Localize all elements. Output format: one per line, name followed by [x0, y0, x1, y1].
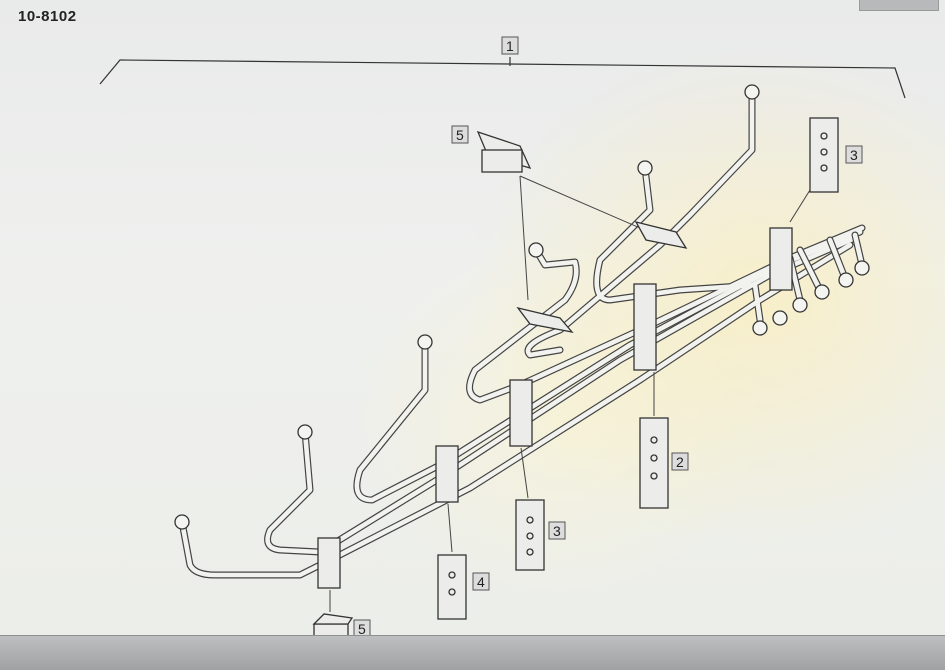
svg-text:5: 5	[456, 127, 464, 143]
clamp-part-3-bottom[interactable]	[515, 499, 545, 571]
line-clamps	[317, 221, 793, 589]
svg-text:1: 1	[506, 38, 514, 54]
window-bottom-frame	[0, 635, 945, 670]
fuel-line-diagram: 1 5 3 2 3 4 5	[99, 36, 906, 636]
clamp-part-5-top[interactable]	[476, 130, 532, 173]
window-corner-control[interactable]	[859, 0, 939, 11]
callout-2[interactable]: 2	[671, 452, 689, 471]
callout-1[interactable]: 1	[501, 36, 519, 55]
svg-text:5: 5	[358, 621, 366, 636]
document-number: 10-8102	[18, 8, 77, 25]
callout-3-bottom[interactable]: 3	[548, 521, 566, 540]
fuel-lines	[178, 88, 866, 579]
union-nuts	[174, 84, 870, 530]
callout-4[interactable]: 4	[472, 572, 490, 591]
clamp-part-3-top[interactable]	[809, 117, 839, 193]
callout-3-top[interactable]: 3	[845, 145, 863, 164]
callout-5-bottom[interactable]: 5	[353, 619, 371, 636]
clamp-part-2[interactable]	[639, 417, 669, 509]
svg-text:3: 3	[553, 523, 561, 539]
clamp-part-4[interactable]	[437, 554, 467, 620]
clamp-part-5-bottom[interactable]	[312, 613, 354, 636]
svg-text:2: 2	[676, 454, 684, 470]
svg-text:3: 3	[850, 147, 858, 163]
svg-text:4: 4	[477, 574, 485, 590]
callout-5-top[interactable]: 5	[451, 125, 469, 144]
assembly-bracket	[99, 57, 906, 99]
leader-lines	[329, 175, 811, 612]
